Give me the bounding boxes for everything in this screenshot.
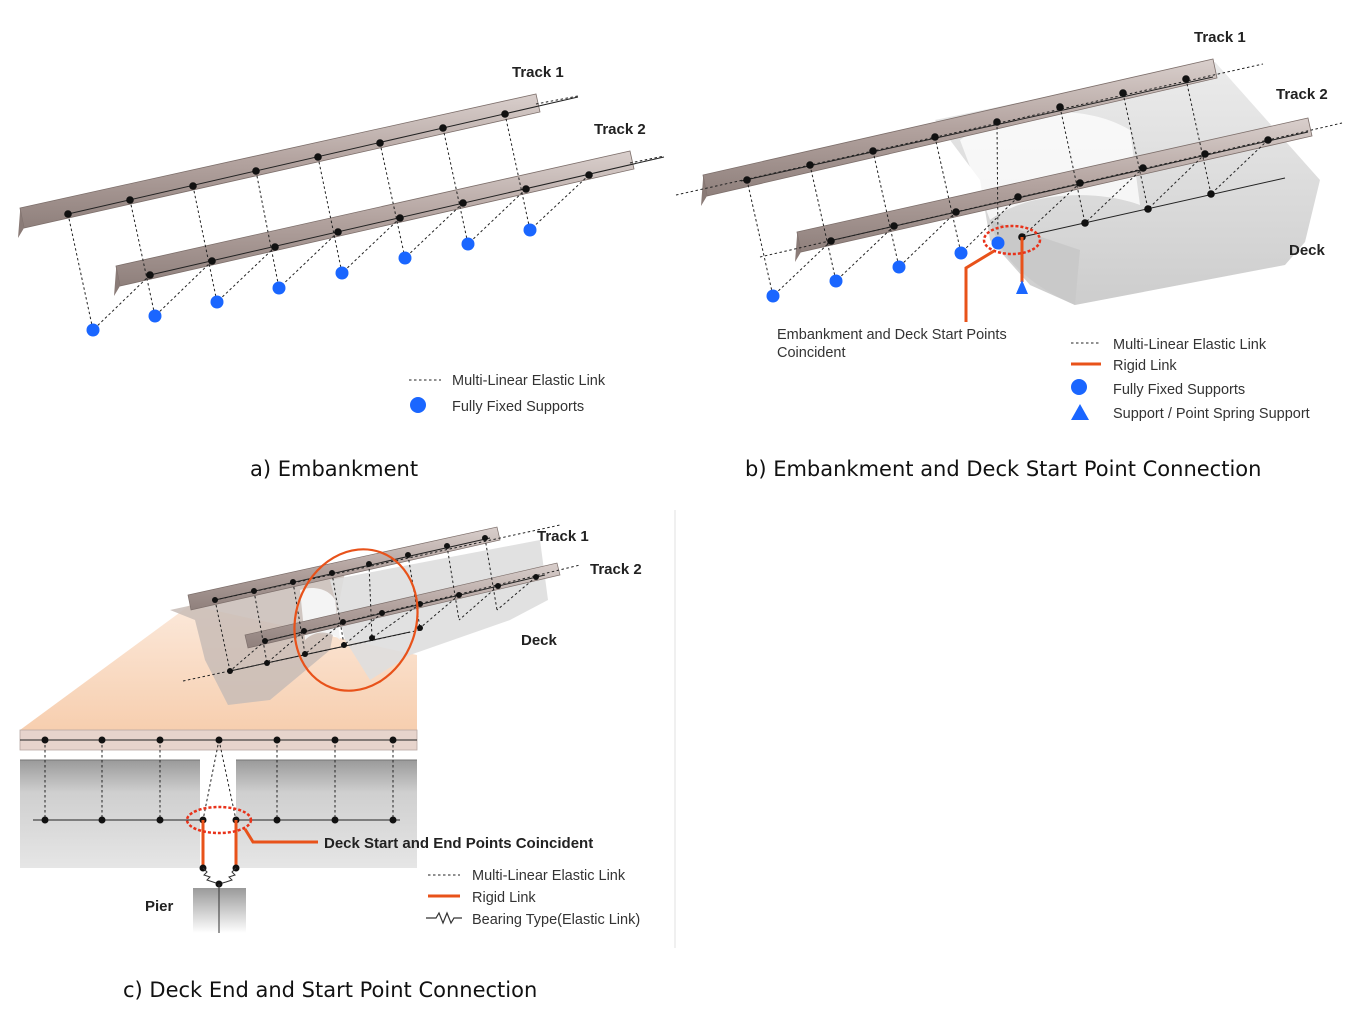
callout-line-1: Embankment and Deck Start Points [777,327,1007,343]
track-1-nodes [743,75,1190,184]
deck-line [1021,177,1286,238]
track-1-label: Track 1 [1194,29,1246,46]
track-2-label: Track 2 [590,561,642,578]
track-1-rail [18,93,579,238]
callout-leader [243,828,318,844]
track-2-label: Track 2 [1276,86,1328,103]
fully-fixed-supports [86,223,537,337]
fully-fixed-supports [766,236,1005,303]
track-nodes-c [212,535,539,674]
bearing-spring-icon [426,911,462,925]
track-1-nodes [64,110,509,218]
coincident-highlight [185,805,253,835]
legend-c-bearing: Bearing Type(Elastic Link) [472,912,640,928]
track-1-rail [187,524,561,611]
track-2-rail [759,117,1343,262]
enlarged-section [19,729,418,933]
legend-b-fixed-supports: Fully Fixed Supports [1113,382,1245,398]
coincident-highlight [982,224,1042,256]
caption-b: b) Embankment and Deck Start Point Conne… [745,457,1261,481]
legend-c-elastic-link: Multi-Linear Elastic Link [472,868,626,884]
callout-line-2: Coincident [777,345,846,361]
legend-a: Multi-Linear Elastic Link Fully Fixed Su… [409,373,606,415]
legend-spring-support-icon [1071,404,1089,420]
track-2-links [92,174,590,331]
track-1-rail [675,58,1264,206]
legend-b: Multi-Linear Elastic Link Rigid Link Ful… [1071,337,1310,422]
legend-a-fixed-supports: Fully Fixed Supports [452,399,584,415]
links-b [746,78,1269,297]
point-spring-support-icon [1016,280,1028,294]
pier-label: Pier [145,898,174,915]
legend-c: Multi-Linear Elastic Link Rigid Link Bea… [426,868,640,928]
deck-label: Deck [1289,242,1326,259]
legend-a-elastic-link: Multi-Linear Elastic Link [452,373,606,389]
legend-c-rigid-link: Rigid Link [472,890,536,906]
track-2-nodes [827,136,1272,245]
panel-b-embankment-deck: Track 1 Track 2 Deck Embankment and Deck… [675,29,1343,481]
caption-c: c) Deck End and Start Point Connection [123,978,537,1002]
legend-support-icon [410,397,426,413]
legend-support-icon [1071,379,1087,395]
track-1-label: Track 1 [537,528,589,545]
legend-b-rigid-link: Rigid Link [1113,358,1177,374]
zoom-circle [293,548,419,692]
legend-b-elastic-link: Multi-Linear Elastic Link [1113,337,1267,353]
deck-label: Deck [521,632,558,649]
track-2-nodes [146,171,593,279]
caption-a: a) Embankment [250,457,418,481]
panel-a-embankment: Track 1 Track 2 Multi-Linear Elastic Lin… [18,64,665,481]
track-2-label: Track 2 [594,121,646,138]
track-2-rail [114,150,665,296]
panel-c-deck-end-start: Track 1 Track 2 Deck [19,524,642,1002]
track-1-label: Track 1 [512,64,564,81]
legend-b-spring-support: Support / Point Spring Support [1113,406,1310,422]
callout-label: Deck Start and End Points Coincident [324,835,593,852]
callout-leader [964,249,995,322]
